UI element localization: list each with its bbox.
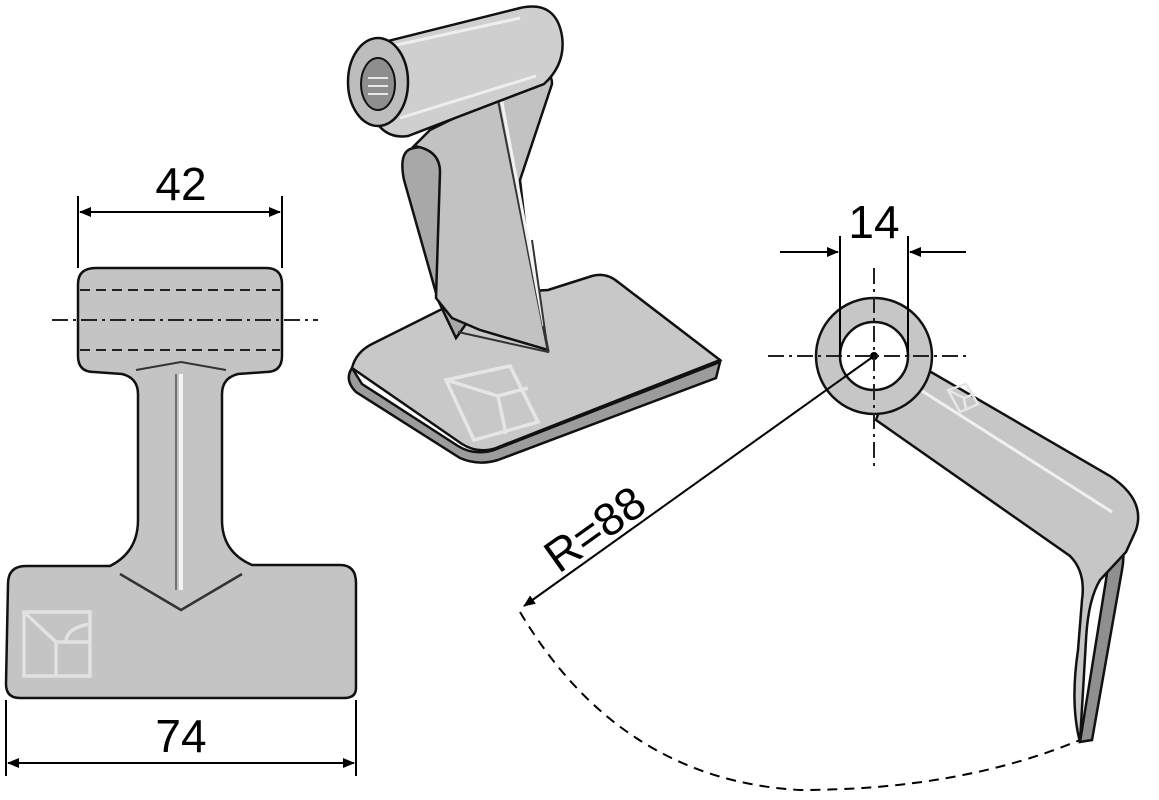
dimension-width-top-label: 42 — [155, 158, 206, 210]
dimension-width-bottom-label: 74 — [155, 710, 206, 762]
front-view — [4, 266, 358, 700]
side-view-arm — [874, 352, 1140, 743]
isometric-view — [346, 5, 723, 464]
dimension-width-top: 42 — [77, 158, 283, 268]
radius-arc — [519, 611, 1081, 792]
isometric-logo-icon — [443, 363, 541, 443]
dimension-radius-label: R=88 — [534, 476, 655, 583]
front-view-rib-point — [119, 572, 243, 612]
isometric-view-blade — [350, 273, 723, 452]
dimension-width-bottom: 74 — [5, 700, 357, 776]
dimension-hole-diameter: 14 — [780, 196, 966, 356]
side-view-logo-icon — [946, 382, 980, 414]
square-quadrant-logo-icon — [22, 610, 92, 678]
dimension-hole-diameter-label: 14 — [848, 196, 899, 248]
